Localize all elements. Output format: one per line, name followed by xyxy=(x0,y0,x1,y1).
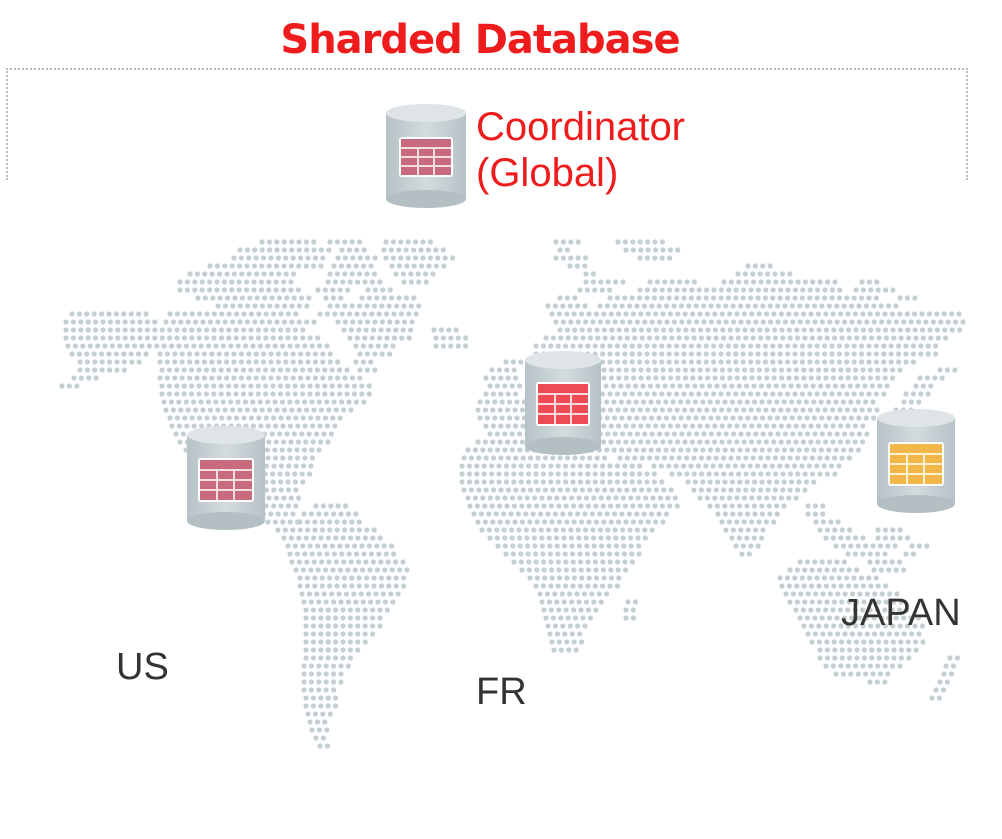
coordinator-database-icon xyxy=(385,103,467,209)
coordinator-label-line1: Coordinator xyxy=(476,105,686,149)
us-shard-database-icon xyxy=(186,425,266,531)
coordinator-label-line2: (Global) xyxy=(476,151,619,195)
location-label-japan: JAPAN xyxy=(841,592,961,634)
sharded-database-boundary xyxy=(6,68,968,180)
fr-shard-database-icon xyxy=(524,350,602,456)
japan-shard-database-icon xyxy=(876,408,956,514)
location-label-fr: FR xyxy=(476,671,527,713)
location-label-us: US xyxy=(116,646,169,688)
coordinator-label: Coordinator (Global) xyxy=(476,104,685,196)
diagram-title: Sharded Database xyxy=(0,20,960,60)
